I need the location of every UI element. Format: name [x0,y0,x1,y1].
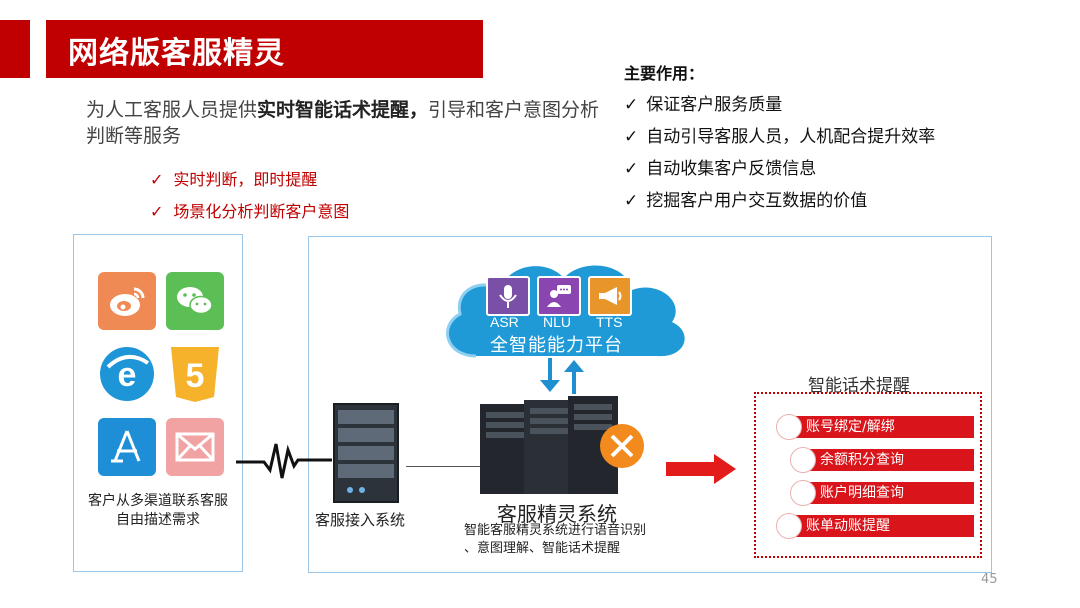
server-icon [333,403,399,503]
server-cluster-icon [480,396,644,494]
mail-icon [166,418,224,476]
intro-text: 为人工客服人员提供实时智能话术提醒，引导和客户意图分析判断等服务 [86,97,606,149]
system-description: 智能客服精灵系统进行语音识别 、意图理解、智能话术提醒 [464,523,647,556]
bullet-circle-icon [776,513,802,539]
bullet-circle-icon [776,414,802,440]
role-item-4: ✓ 挖掘客户用户交互数据的价值 [624,186,867,211]
reminder-label: 账户明细查询 [820,485,904,501]
megaphone-icon [588,276,632,316]
reminder-title: 智能话术提醒 [808,376,910,396]
role-label: 保证客户服务质量 [646,95,783,115]
bullet-circle-icon [790,480,816,506]
svg-text:e: e [118,356,137,394]
reminder-label: 账号绑定/解绑 [806,419,895,435]
speech-person-icon [537,276,581,316]
check-icon: ✓ [624,191,639,211]
role-item-3: ✓ 自动收集客户反馈信息 [624,154,816,179]
system-panel [308,236,992,573]
page-number: 45 [981,572,998,587]
channels-caption: 客户从多渠道联系客服 自由描述需求 [88,493,228,528]
app-store-icon [98,418,156,476]
right-arrow-icon [666,454,736,484]
feature-label: 场景化分析判断客户意图 [173,202,350,221]
main-role-title: 主要作用： [624,64,705,83]
signal-wave [236,443,332,479]
platform-label: 全智能能力平台 [490,335,623,356]
cloud-item-label-tts: TTS [596,314,623,330]
role-label: 自动引导客服人员，人机配合提升效率 [646,127,936,147]
reminder-item: 账单动账提醒 [790,515,974,537]
check-icon: ✓ [624,159,639,179]
reminder-item: 余额积分查询 [804,449,974,471]
check-icon: ✓ [150,170,164,189]
check-icon: ✓ [150,202,164,221]
role-item-1: ✓ 保证客户服务质量 [624,90,782,115]
reminder-label: 账单动账提醒 [806,518,890,534]
cloud-item-label-asr: ASR [490,314,519,330]
html5-icon: 5 [166,345,224,403]
feature-item-2: ✓ 场景化分析判断客户意图 [150,198,349,222]
intro-part1: 为人工客服人员提供 [86,99,258,121]
title-accent-bar [0,20,30,78]
check-icon: ✓ [624,95,639,115]
feature-label: 实时判断，即时提醒 [173,170,318,189]
role-label: 挖掘客户用户交互数据的价值 [646,191,868,211]
weibo-icon [98,272,156,330]
slide-title: 网络版客服精灵 [68,36,285,71]
feature-item-1: ✓ 实时判断，即时提醒 [150,166,317,190]
title-banner: 网络版客服精灵 [46,20,483,78]
reminder-box [754,392,982,558]
check-icon: ✓ [624,127,639,147]
channels-panel [73,234,243,572]
system-title: 客服精灵系统 [497,502,617,526]
wechat-icon [166,272,224,330]
intro-bold: 实时智能话术提醒， [257,99,429,121]
microphone-icon [486,276,530,316]
ie-browser-icon: e [98,345,156,403]
connector-line [406,466,484,467]
role-label: 自动收集客户反馈信息 [646,159,817,179]
intro-part2: 引导和客户意图分析判断等服务 [86,99,600,147]
server-caption: 客服接入系统 [315,511,406,529]
cloud-item-label-nlu: NLU [543,314,572,330]
role-item-2: ✓ 自动引导客服人员，人机配合提升效率 [624,122,935,147]
bullet-circle-icon [790,447,816,473]
svg-text:5: 5 [186,357,205,395]
reminder-item: 账号绑定/解绑 [790,416,974,438]
reminder-label: 余额积分查询 [820,452,904,468]
sync-arrows-icon [540,358,584,394]
reminder-item: 账户明细查询 [804,482,974,504]
